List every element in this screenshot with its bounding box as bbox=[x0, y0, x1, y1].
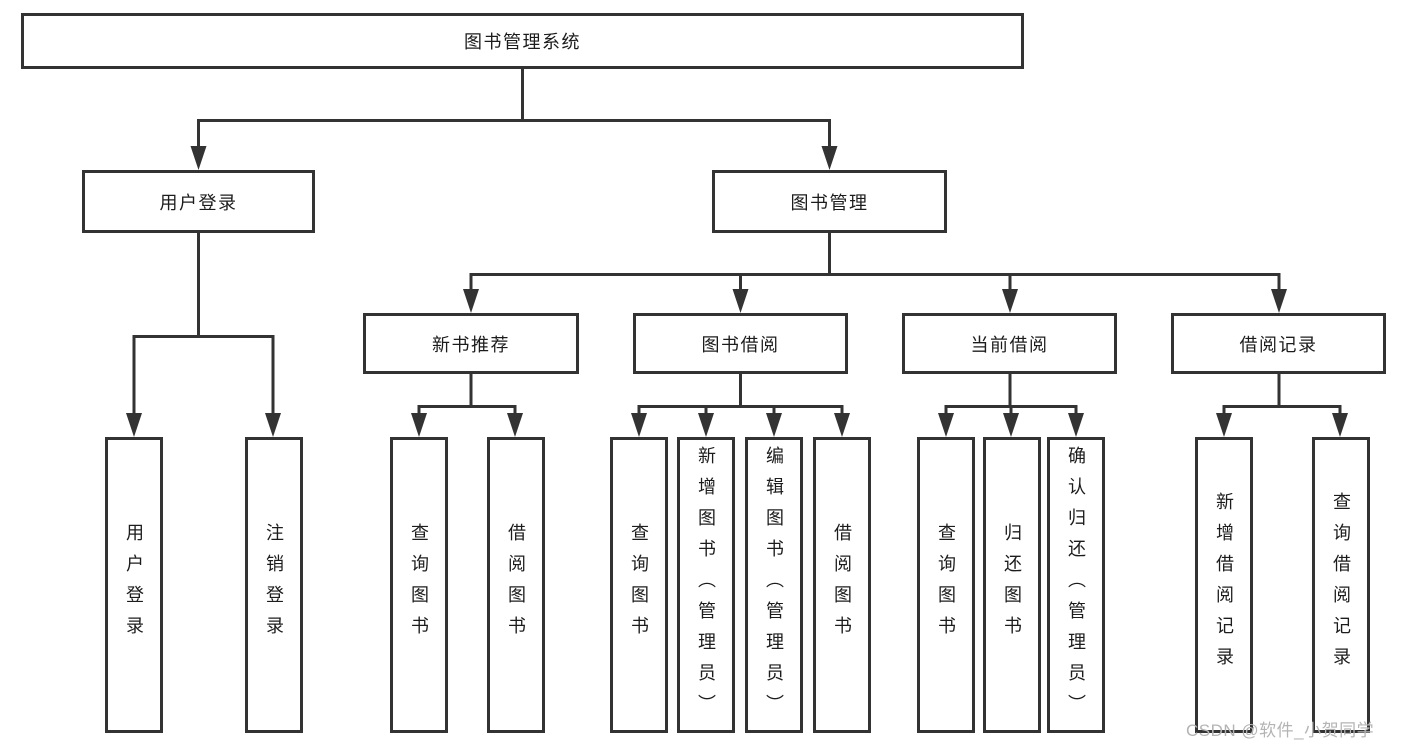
node-system-root: 图书管理系统 bbox=[21, 13, 1024, 69]
leaf-label: 用户登录 bbox=[124, 523, 144, 647]
node-current-borrow: 当前借阅 bbox=[902, 313, 1117, 374]
leaf-label: 新增图书（管理员） bbox=[696, 445, 716, 725]
leaf-label: 查询图书 bbox=[629, 523, 649, 647]
node-label: 用户登录 bbox=[159, 192, 238, 213]
leaf-label: 新增借阅记录 bbox=[1214, 492, 1234, 678]
leaf-label: 归还图书 bbox=[1002, 523, 1022, 647]
leaf-borrow-query-books: 查询图书 bbox=[610, 437, 668, 733]
node-book-borrow: 图书借阅 bbox=[633, 313, 848, 374]
node-label: 新书推荐 bbox=[432, 334, 510, 355]
leaf-label: 查询图书 bbox=[409, 523, 429, 647]
leaf-borrow-books: 借阅图书 bbox=[813, 437, 871, 733]
leaf-confirm-return-admin: 确认归还（管理员） bbox=[1047, 437, 1105, 733]
node-label: 借阅记录 bbox=[1239, 334, 1318, 355]
node-book-management: 图书管理 bbox=[712, 170, 947, 233]
leaf-logout: 注销登录 bbox=[245, 437, 303, 733]
csdn-watermark: CSDN @软件_小贺同学 bbox=[1186, 721, 1375, 740]
leaf-newbook-borrow-books: 借阅图书 bbox=[487, 437, 545, 733]
leaf-user-login: 用户登录 bbox=[105, 437, 163, 733]
node-borrow-record: 借阅记录 bbox=[1171, 313, 1386, 374]
node-user-login: 用户登录 bbox=[82, 170, 315, 233]
leaf-edit-books-admin: 编辑图书（管理员） bbox=[745, 437, 803, 733]
leaf-label: 注销登录 bbox=[264, 523, 284, 647]
leaf-label: 借阅图书 bbox=[506, 523, 526, 647]
leaf-label: 编辑图书（管理员） bbox=[764, 445, 784, 725]
node-label: 图书借阅 bbox=[701, 334, 780, 355]
node-new-book-recommend: 新书推荐 bbox=[363, 313, 579, 374]
node-label: 当前借阅 bbox=[970, 334, 1049, 355]
arrowhead-group bbox=[126, 146, 1348, 437]
leaf-label: 确认归还（管理员） bbox=[1066, 445, 1086, 725]
leaf-current-query-books: 查询图书 bbox=[917, 437, 975, 733]
node-label: 图书管理 bbox=[790, 192, 869, 213]
leaf-return-books: 归还图书 bbox=[983, 437, 1041, 733]
node-label: 图书管理系统 bbox=[464, 32, 581, 52]
leaf-label: 借阅图书 bbox=[832, 523, 852, 647]
leaf-newbook-query-books: 查询图书 bbox=[390, 437, 448, 733]
leaf-add-books-admin: 新增图书（管理员） bbox=[677, 437, 735, 733]
leaf-label: 查询图书 bbox=[936, 523, 956, 647]
leaf-label: 查询借阅记录 bbox=[1331, 492, 1351, 678]
leaf-add-borrow-record: 新增借阅记录 bbox=[1195, 437, 1253, 733]
leaf-query-borrow-record: 查询借阅记录 bbox=[1312, 437, 1370, 733]
